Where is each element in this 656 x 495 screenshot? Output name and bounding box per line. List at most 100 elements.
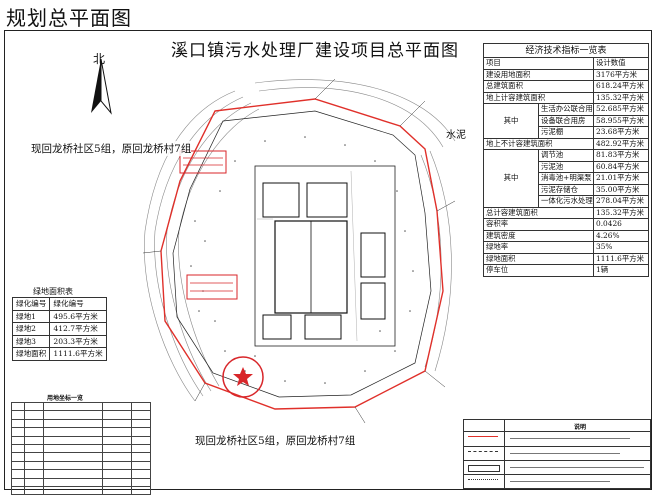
coord-table-cell	[24, 452, 44, 462]
coord-table-cell	[11, 427, 25, 437]
coord-table-cell	[43, 418, 103, 429]
tech-row-item: 污泥池	[538, 160, 594, 173]
coord-table-cell	[24, 427, 44, 437]
tech-row-item: 总计容建筑面积	[483, 206, 594, 219]
coord-table-row	[11, 477, 151, 487]
green-table-title: 绿地面积表	[33, 287, 73, 296]
green-row-name: 绿地3	[11, 334, 51, 348]
coord-table-cell	[102, 460, 132, 471]
coord-table-cell	[43, 452, 103, 462]
coord-table-cell	[131, 435, 151, 445]
coord-table-cell	[102, 427, 132, 437]
coord-table-cell	[11, 460, 25, 471]
coord-table-cell	[24, 460, 44, 471]
coord-table-cell	[131, 418, 151, 429]
tech-row-value: 52.685平方米	[593, 103, 649, 116]
tech-row-value: 618.24平方米	[593, 80, 649, 93]
tech-row-value: 35%	[593, 241, 649, 254]
tech-table-row: 其中生活办公联合用房52.685平方米	[483, 103, 649, 139]
tech-row-value: 278.04平方米	[593, 195, 649, 208]
tech-row-value: 81.83平方米	[593, 149, 649, 162]
tech-row-item: 设备联合用房	[538, 114, 594, 127]
tech-row-item: 建筑密度	[483, 229, 594, 242]
tech-row-value: 135.32平方米	[593, 206, 649, 219]
page-heading: 规划总平面图	[6, 6, 132, 30]
tech-row-value: 135.32平方米	[593, 91, 649, 104]
coord-table-cell	[43, 427, 103, 437]
green-symbol-icon	[468, 479, 498, 484]
coord-table-row	[11, 469, 151, 479]
coord-table-cell	[43, 460, 103, 471]
coord-table-row	[11, 460, 151, 471]
legend-text-line	[510, 481, 610, 482]
coord-table-row	[11, 452, 151, 462]
tech-row-value: 23.68平方米	[593, 126, 649, 139]
coord-table-cell	[24, 469, 44, 479]
building-symbol-icon	[468, 465, 500, 472]
coord-table-title: 用地坐标一览	[47, 395, 84, 402]
tech-table-caption: 经济技术指标一览表	[483, 43, 649, 58]
sheet-title: 溪口镇污水处理厂建设项目总平面图	[171, 41, 459, 61]
tech-row-value: 58.955平方米	[593, 114, 649, 127]
tech-row-item: 生活办公联合用房	[538, 103, 594, 116]
tech-row-value: 35.00平方米	[593, 183, 649, 196]
coord-table-cell	[43, 469, 103, 479]
tech-row-group: 其中	[483, 103, 539, 139]
tech-table-head: 设计数值	[593, 57, 649, 70]
coord-table-cell	[11, 452, 25, 462]
tech-row-group: 其中	[483, 149, 539, 208]
coord-table-row	[11, 401, 151, 412]
coord-table-cell	[11, 435, 25, 445]
coord-table-cell	[43, 477, 103, 487]
green-table-head: 绿化编号	[11, 297, 51, 311]
tech-row-value: 0.0426	[593, 218, 649, 231]
coord-table-cell	[131, 427, 151, 437]
tech-row-item: 地上不计容建筑面积	[483, 137, 594, 150]
tech-row-item: 污泥存储仓	[538, 183, 594, 196]
green-row-name: 绿地面积	[11, 347, 51, 361]
tech-row-item: 总建筑面积	[483, 80, 594, 93]
coord-table-cell	[131, 477, 151, 487]
wall-symbol-icon	[468, 451, 498, 456]
tech-row-value: 1111.6平方米	[593, 252, 649, 265]
tech-row-item: 调节池	[538, 149, 594, 162]
coord-table-row	[11, 418, 151, 429]
coord-table-cell	[102, 410, 132, 420]
coord-table-cell	[11, 469, 25, 479]
legend-text-line	[510, 467, 644, 468]
legend-row	[464, 446, 650, 447]
tech-row-item: 容积率	[483, 218, 594, 231]
coord-table-cell	[131, 401, 151, 412]
road-label-bottom: 现回龙桥社区5组，原回龙桥村7组	[195, 433, 356, 448]
tech-row-item: 停车位	[483, 264, 594, 277]
tech-row-value: 482.92平方米	[593, 137, 649, 150]
tech-row-value: 1辆	[593, 264, 649, 277]
coord-table-cell	[24, 477, 44, 487]
coord-table-row	[11, 435, 151, 445]
road-label-top: 现回龙桥社区5组，原回龙桥村7组	[31, 141, 192, 156]
coord-table-row	[11, 443, 151, 454]
coord-table-cell	[43, 410, 103, 420]
coord-table-cell	[102, 435, 132, 445]
tech-row-value: 4.26%	[593, 229, 649, 242]
tech-table-row: 一体化污水处理设备池278.04平方米	[484, 195, 649, 208]
coord-table-cell	[102, 452, 132, 462]
coord-table-cell	[102, 401, 132, 412]
drawing-sheet: 溪口镇污水处理厂建设项目总平面图 北	[4, 30, 652, 495]
tech-row-item: 消毒池+明渠泵	[538, 172, 594, 185]
coord-table-cell	[11, 401, 25, 412]
green-row-area: 1111.6平方米	[49, 347, 107, 361]
